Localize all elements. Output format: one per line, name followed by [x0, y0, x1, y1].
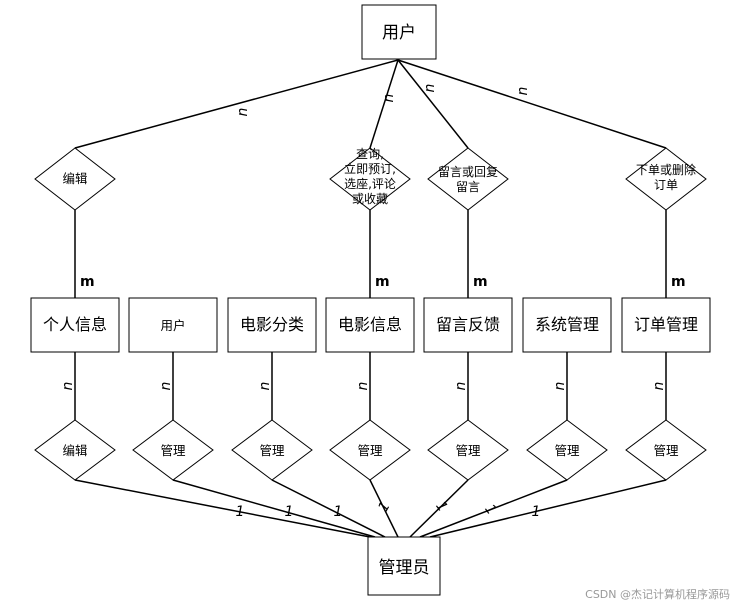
- relation-query-line3: 选座,评论: [344, 176, 396, 191]
- card-n-3: n: [422, 84, 438, 93]
- entity-system-admin-label: 系统管理: [535, 315, 599, 334]
- card-n-low-6: n: [552, 382, 568, 391]
- relation-query-line1: 查询,: [356, 147, 384, 161]
- entity-movie-category: 电影分类: [227, 297, 317, 353]
- relation-query-book: 查询, 立即预订, 选座,评论 或收藏: [329, 147, 411, 211]
- card-n-low-7: n: [651, 382, 667, 391]
- edge-l5-admin: [409, 479, 469, 538]
- entity-user-label: 用户: [382, 23, 416, 43]
- entity-user-mid: 用户: [128, 297, 218, 353]
- relation-message-line2: 留言: [456, 180, 480, 194]
- relation-message: 留言或回复 留言: [427, 147, 509, 211]
- relation-edit-top: 编辑: [34, 147, 116, 211]
- relation-manage-1-label: 管理: [160, 443, 186, 458]
- entity-order-mgmt-label: 订单管理: [634, 315, 698, 334]
- relation-manage-3: 管理: [329, 419, 411, 481]
- relation-edit-top-label: 编辑: [62, 171, 87, 186]
- edge-l2-admin: [172, 479, 376, 538]
- edge-user-r4: [397, 59, 667, 149]
- relation-manage-6: 管理: [625, 419, 707, 481]
- card-1-4: 1: [375, 499, 393, 515]
- relation-manage-4-label: 管理: [455, 443, 481, 458]
- card-n-low-1: n: [60, 382, 76, 391]
- edge-l3-admin: [271, 479, 386, 538]
- cardinality-m: m m m m: [80, 274, 686, 290]
- card-n-1: n: [235, 108, 251, 117]
- relation-manage-3-label: 管理: [357, 443, 383, 458]
- watermark: CSDN @杰记计算机程序源码: [585, 588, 730, 601]
- relation-message-line1: 留言或回复: [438, 165, 498, 179]
- relation-order: 下单或删除 订单: [625, 147, 707, 211]
- entity-movie-info-label: 电影信息: [338, 315, 402, 334]
- relation-manage-5: 管理: [526, 419, 608, 481]
- entity-user-mid-label: 用户: [160, 318, 185, 333]
- cardinality-top-n: n n n n: [235, 84, 531, 117]
- relation-query-line4: 或收藏: [352, 192, 388, 206]
- card-1-7: 1: [532, 504, 541, 520]
- entity-movie-info: 电影信息: [325, 297, 415, 353]
- edge-user-r2: [369, 59, 399, 149]
- card-m-3: m: [473, 274, 488, 290]
- edge-l7-admin: [429, 479, 667, 538]
- relation-order-line2: 订单: [654, 178, 678, 192]
- card-m-2: m: [375, 274, 390, 290]
- edge-l4-admin: [369, 479, 399, 538]
- connector-lines: [74, 59, 667, 538]
- card-m-4: m: [671, 274, 686, 290]
- card-n-2: n: [381, 94, 397, 103]
- card-1-2: 1: [285, 504, 294, 520]
- card-m-1: m: [80, 274, 95, 290]
- card-1-1: 1: [236, 504, 245, 520]
- card-1-3: 1: [334, 504, 343, 520]
- edge-user-r3: [397, 59, 469, 149]
- entity-movie-category-label: 电影分类: [240, 315, 304, 334]
- relation-edit-bottom: 编辑: [34, 419, 116, 481]
- edge-l6-admin: [419, 479, 568, 538]
- relation-manage-4: 管理: [427, 419, 509, 481]
- card-n-4: n: [515, 87, 531, 96]
- entity-user: 用户: [361, 4, 437, 60]
- relation-manage-2: 管理: [231, 419, 313, 481]
- cardinality-bottom-n: n n n n n n n: [60, 382, 667, 391]
- entity-admin: 管理员: [367, 536, 441, 596]
- entity-feedback: 留言反馈: [423, 297, 513, 353]
- entity-admin-label: 管理员: [379, 558, 430, 578]
- relation-manage-5-label: 管理: [554, 443, 580, 458]
- edge-user-r1: [74, 59, 399, 149]
- entity-order-mgmt: 订单管理: [621, 297, 711, 353]
- relation-manage-1: 管理: [132, 419, 214, 481]
- edge-l1-admin: [74, 479, 371, 538]
- relation-query-line2: 立即预订,: [344, 161, 396, 176]
- entity-system-admin: 系统管理: [522, 297, 612, 353]
- entity-personal-info: 个人信息: [30, 297, 120, 353]
- entity-feedback-label: 留言反馈: [436, 315, 500, 334]
- card-n-low-4: n: [355, 382, 371, 391]
- entity-personal-info-label: 个人信息: [43, 315, 107, 334]
- relation-edit-bottom-label: 编辑: [62, 443, 87, 458]
- card-n-low-5: n: [453, 382, 469, 391]
- relation-order-line1: 下单或删除: [636, 162, 696, 177]
- relation-manage-2-label: 管理: [259, 443, 285, 458]
- card-n-low-2: n: [158, 382, 174, 391]
- card-1-6: 1: [481, 501, 499, 517]
- relation-manage-6-label: 管理: [653, 443, 679, 458]
- card-n-low-3: n: [257, 382, 273, 391]
